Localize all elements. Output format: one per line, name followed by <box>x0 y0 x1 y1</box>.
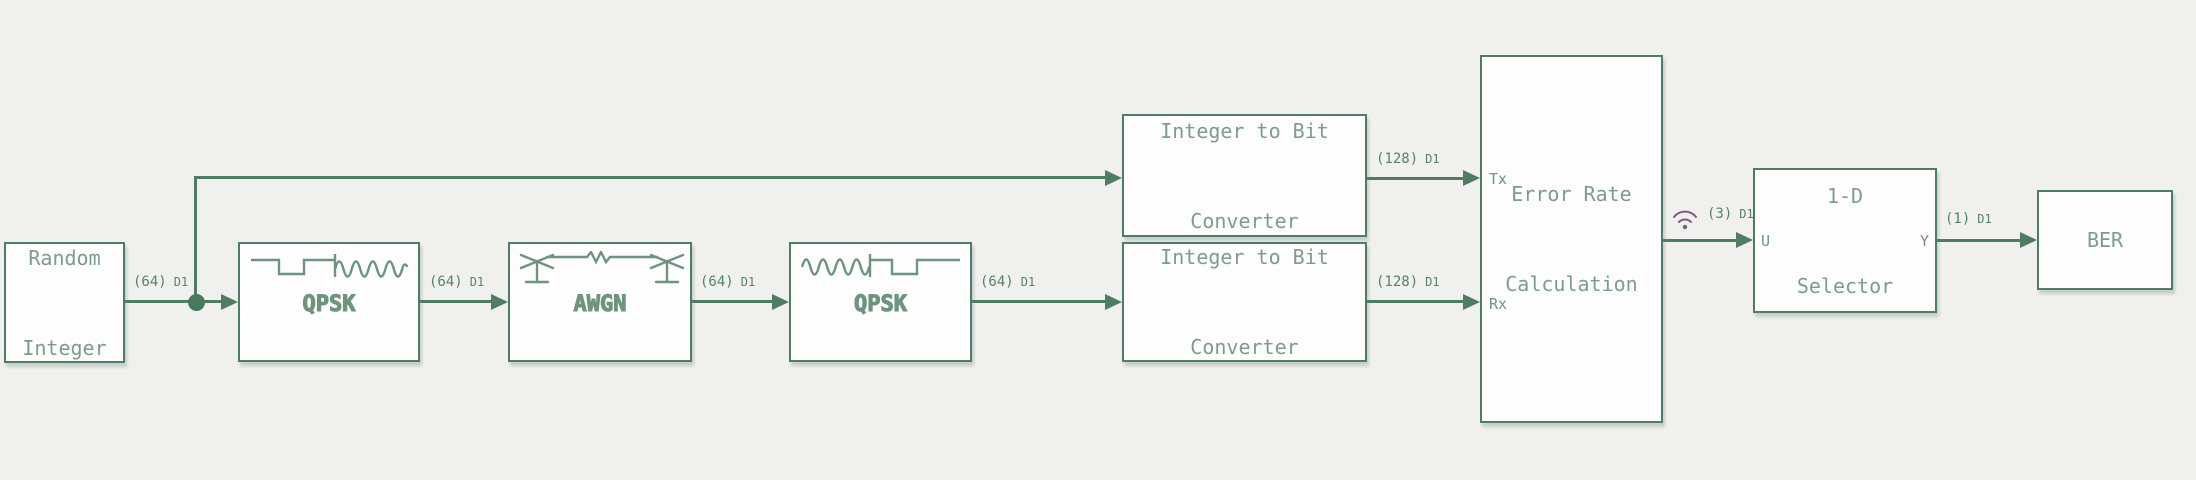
arrowhead-icon <box>1105 170 1122 186</box>
block-label: Integer to Bit Converter <box>1160 245 1329 359</box>
block-1d-selector[interactable]: 1-D Selector U Y <box>1753 168 1937 313</box>
wire-branch-to-converter-tx[interactable] <box>194 176 1106 179</box>
port-label-u: U <box>1761 232 1771 250</box>
block-label: Integer to Bit Converter <box>1160 118 1329 233</box>
block-random-integer[interactable]: Random Integer <box>4 242 125 363</box>
wireless-signal-icon <box>1673 210 1697 230</box>
demodulator-wave-icon <box>800 254 960 277</box>
arrowhead-icon <box>491 294 508 310</box>
signal-label-qpsk-demod-out: (64)D1 <box>980 274 1036 290</box>
arrowhead-icon <box>1736 232 1753 248</box>
wire-random-to-qpsk[interactable] <box>125 300 224 303</box>
block-qpsk-modulator[interactable]: QPSK <box>238 242 420 362</box>
wire-demod-to-converter-rx[interactable] <box>972 300 1107 303</box>
block-label: 1-D Selector <box>1796 183 1894 298</box>
signal-label-random-out: (64)D1 <box>133 274 189 290</box>
signal-label-i2b-rx-out: (128)D1 <box>1376 274 1440 290</box>
signal-label-i2b-tx-out: (128)D1 <box>1376 151 1440 167</box>
wire-errorrate-to-selector[interactable] <box>1663 239 1738 242</box>
modulator-wave-icon <box>251 254 409 278</box>
wire-converter-to-rx-port[interactable] <box>1367 300 1465 303</box>
block-label: QPSK <box>302 291 356 317</box>
block-label: BER <box>2086 228 2124 252</box>
port-label-rx: Rx <box>1489 295 1508 313</box>
block-awgn-channel[interactable]: AWGN <box>508 242 692 362</box>
arrowhead-icon <box>221 294 238 310</box>
block-ber-display[interactable]: BER <box>2037 190 2173 290</box>
awgn-antenna-icon <box>519 251 685 284</box>
arrowhead-icon <box>2020 232 2037 248</box>
block-integer-to-bit-converter-rx[interactable]: Integer to Bit Converter <box>1122 242 1367 362</box>
arrowhead-icon <box>1463 170 1480 186</box>
arrowhead-icon <box>1105 294 1122 310</box>
wire-qpsk-to-awgn[interactable] <box>420 300 494 303</box>
signal-label-qpsk-mod-out: (64)D1 <box>429 274 485 290</box>
branch-point-dot <box>188 294 205 311</box>
block-error-rate-calculation[interactable]: Error Rate Calculation Tx Rx <box>1480 55 1663 423</box>
block-label: QPSK <box>853 291 907 317</box>
port-label-y: Y <box>1919 232 1929 250</box>
arrowhead-icon <box>772 294 789 310</box>
signal-label-errorrate-out: (3)D1 <box>1707 206 1754 222</box>
wire-branch-vertical[interactable] <box>194 176 197 304</box>
block-qpsk-demodulator[interactable]: QPSK <box>789 242 972 362</box>
block-label: AWGN <box>573 291 627 317</box>
arrowhead-icon <box>1463 294 1480 310</box>
block-label: Random Integer <box>22 245 107 360</box>
wire-converter-to-tx-port[interactable] <box>1367 177 1465 180</box>
signal-label-awgn-out: (64)D1 <box>700 274 756 290</box>
wire-awgn-to-demod[interactable] <box>692 300 774 303</box>
signal-label-selector-out: (1)D1 <box>1945 211 1992 227</box>
port-label-tx: Tx <box>1489 170 1508 188</box>
block-label: Error Rate Calculation <box>1505 182 1638 296</box>
wire-selector-to-ber[interactable] <box>1937 239 2022 242</box>
block-integer-to-bit-converter-tx[interactable]: Integer to Bit Converter <box>1122 114 1367 237</box>
